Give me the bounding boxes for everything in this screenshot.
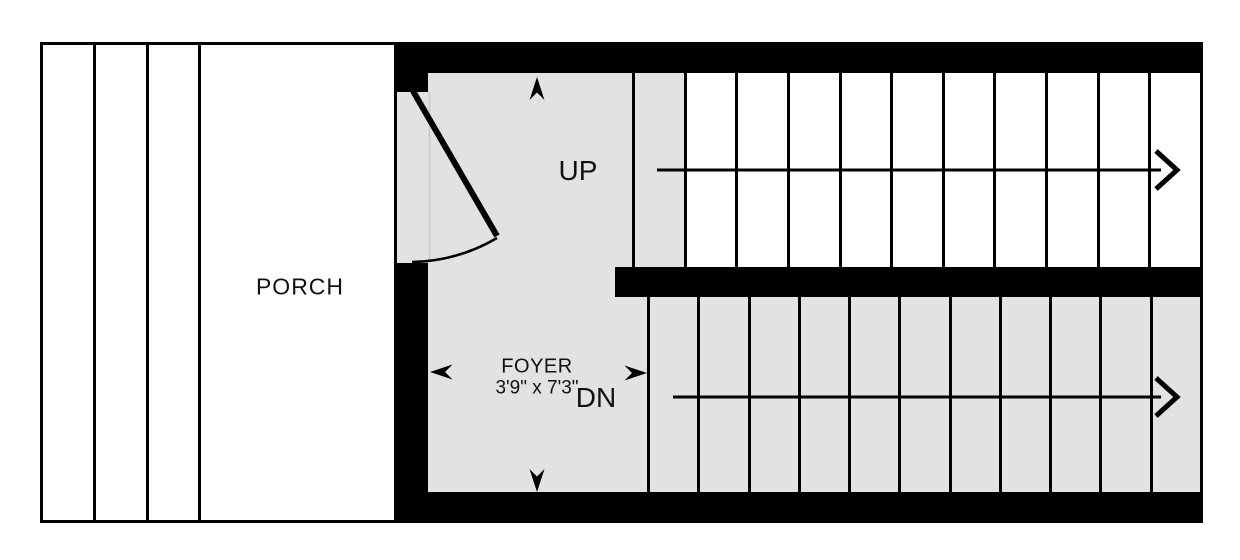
stair-tread bbox=[747, 297, 798, 492]
porch-room bbox=[40, 42, 397, 523]
stair-tread bbox=[697, 297, 747, 492]
stair-tread bbox=[683, 73, 736, 267]
door-opening-floor bbox=[397, 92, 428, 263]
foyer-dimensions: 3'9" x 7'3" bbox=[495, 377, 579, 399]
stair-tread bbox=[1096, 73, 1149, 267]
stair-tread bbox=[1099, 297, 1149, 492]
porch-step-line bbox=[146, 45, 149, 520]
stair-tread bbox=[647, 297, 697, 492]
stair-tread bbox=[848, 297, 898, 492]
down-stairs-label: DN bbox=[575, 382, 617, 413]
stair-tread bbox=[786, 73, 839, 267]
down-stairs-treads bbox=[647, 297, 1203, 492]
up-stairs-treads bbox=[632, 73, 1203, 267]
stair-tread bbox=[797, 297, 848, 492]
stair-tread bbox=[1149, 297, 1200, 492]
wall-bottom bbox=[397, 492, 1203, 523]
stair-tread bbox=[1049, 297, 1099, 492]
stair-tread bbox=[941, 73, 994, 267]
stair-tread bbox=[632, 73, 684, 267]
foyer-label: FOYER bbox=[501, 355, 573, 378]
wall-top bbox=[395, 42, 1203, 73]
wall-between-stairs bbox=[615, 267, 1203, 297]
stair-tread bbox=[993, 73, 1045, 267]
wall-left-lower bbox=[397, 263, 428, 523]
porch-step-line bbox=[93, 45, 96, 520]
stair-tread bbox=[998, 297, 1049, 492]
stair-tread bbox=[735, 73, 787, 267]
up-stairs-label: UP bbox=[558, 155, 598, 186]
foyer-label-block: FOYER 3'9" x 7'3" bbox=[495, 357, 578, 398]
porch-step-line bbox=[198, 45, 201, 520]
stair-tread bbox=[948, 297, 999, 492]
stair-tread bbox=[1148, 73, 1200, 267]
stair-tread bbox=[1045, 73, 1097, 267]
stair-tread bbox=[890, 73, 942, 267]
stair-tread bbox=[838, 73, 891, 267]
porch-label: PORCH bbox=[255, 273, 345, 300]
stair-tread bbox=[898, 297, 948, 492]
wall-left-upper bbox=[397, 42, 428, 92]
